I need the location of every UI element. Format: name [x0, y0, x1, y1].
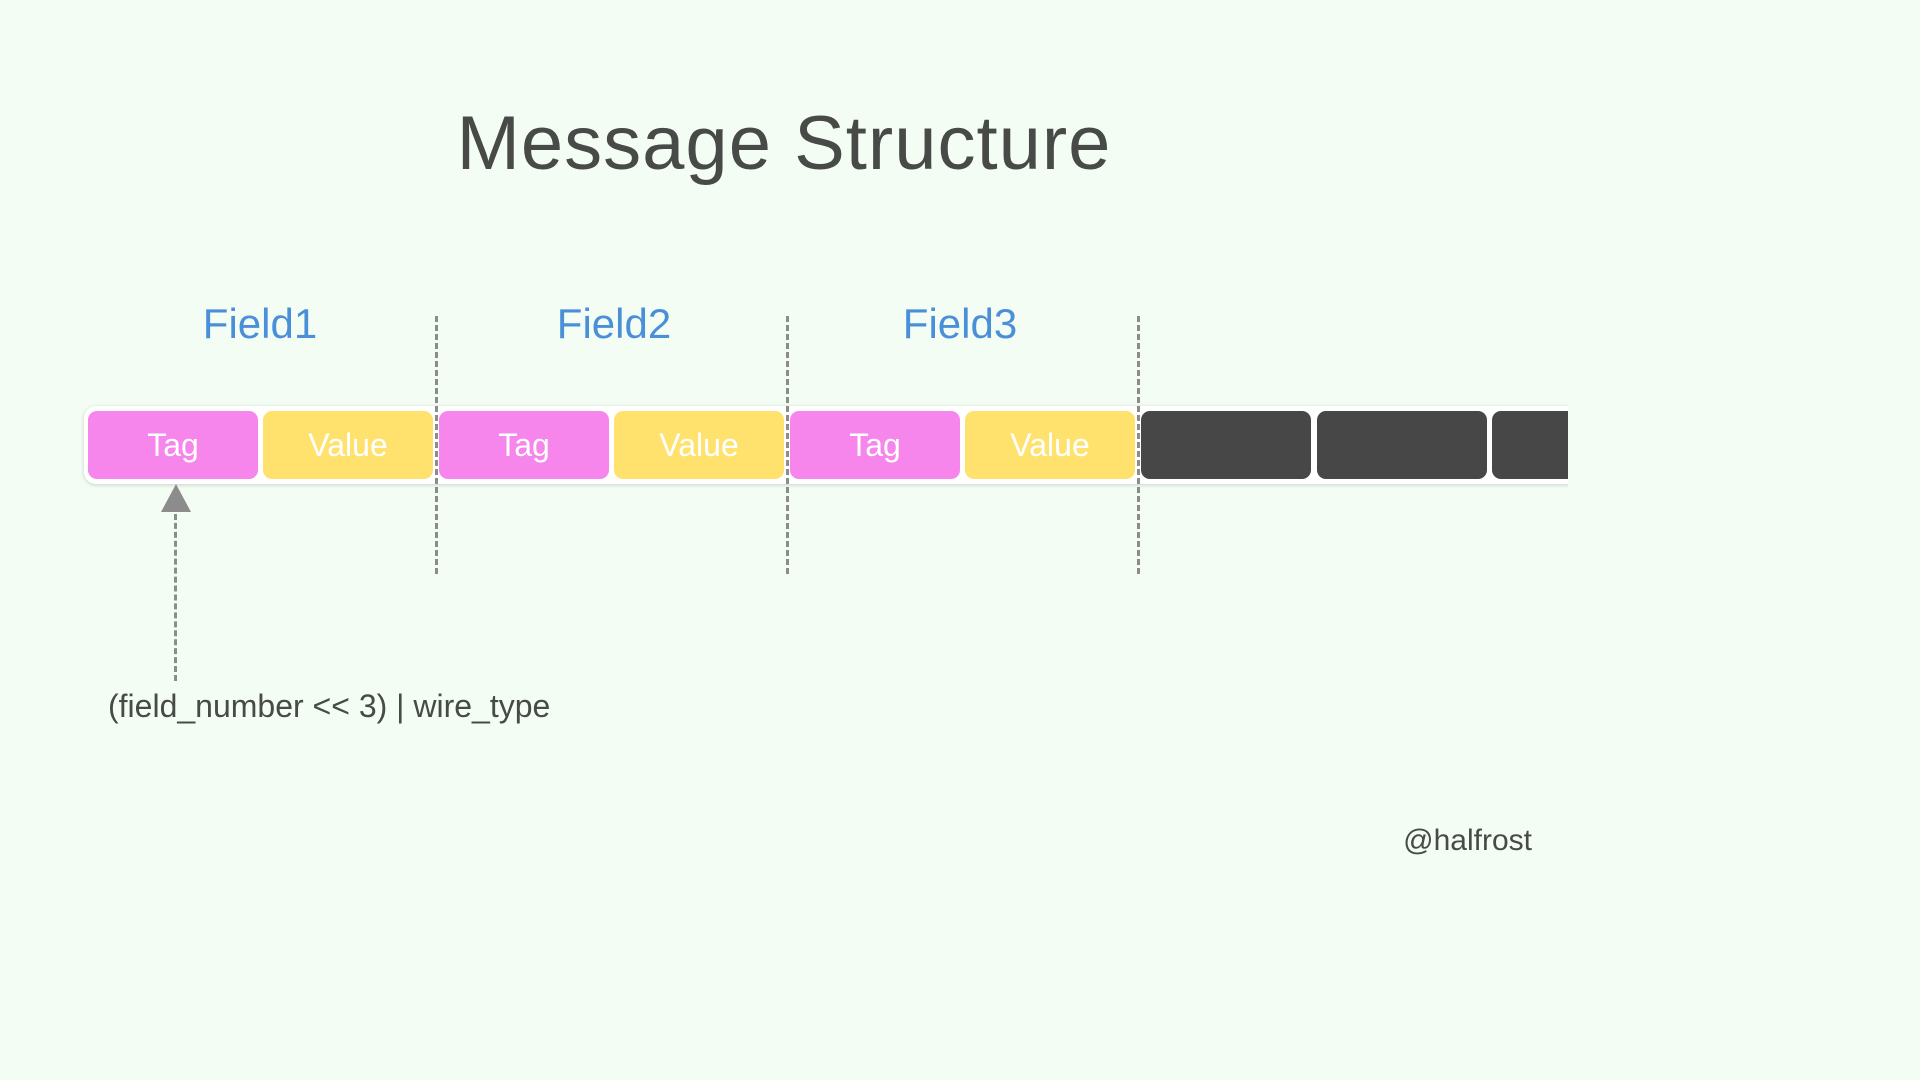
field-label-1: Field1 [202, 300, 318, 347]
empty-block [1492, 411, 1568, 479]
tag-formula-annotation: (field_number << 3) | wire_type [108, 688, 551, 724]
field-divider [1137, 316, 1140, 574]
field2-value-block: Value [614, 411, 784, 479]
field1-tag-block: Tag [88, 411, 258, 479]
field3-tag-block: Tag [790, 411, 960, 479]
field1-value-block: Value [263, 411, 433, 479]
page-title: Message Structure [456, 101, 1112, 186]
tag-pointer-line [174, 505, 177, 681]
field-label-3: Field3 [902, 300, 1018, 347]
author-credit: @halfrost [1403, 824, 1532, 857]
field-divider [435, 316, 438, 574]
field-label-2: Field2 [556, 300, 672, 347]
field-divider [786, 316, 789, 574]
empty-block [1317, 411, 1487, 479]
field2-tag-block: Tag [439, 411, 609, 479]
slide: Message Structure Field1 Field2 Field3 T… [84, 101, 1568, 857]
empty-block [1141, 411, 1311, 479]
field3-value-block: Value [965, 411, 1135, 479]
